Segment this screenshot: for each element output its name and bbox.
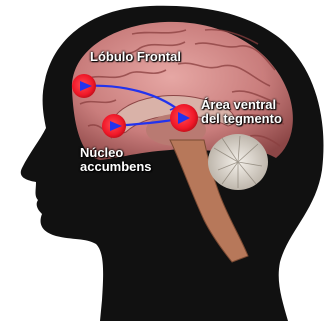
label-nac-line2: accumbens	[80, 160, 152, 174]
label-nac-line1: Núcleo	[80, 146, 152, 160]
label-vta-line2: del tegmento	[201, 112, 282, 126]
label-vta-line1: Área ventral	[201, 98, 282, 112]
label-nucleus-accumbens: Núcleo accumbens	[80, 146, 152, 174]
label-frontal-lobe: Lóbulo Frontal	[90, 50, 181, 64]
label-ventral-tegmental-area: Área ventral del tegmento	[201, 98, 282, 126]
